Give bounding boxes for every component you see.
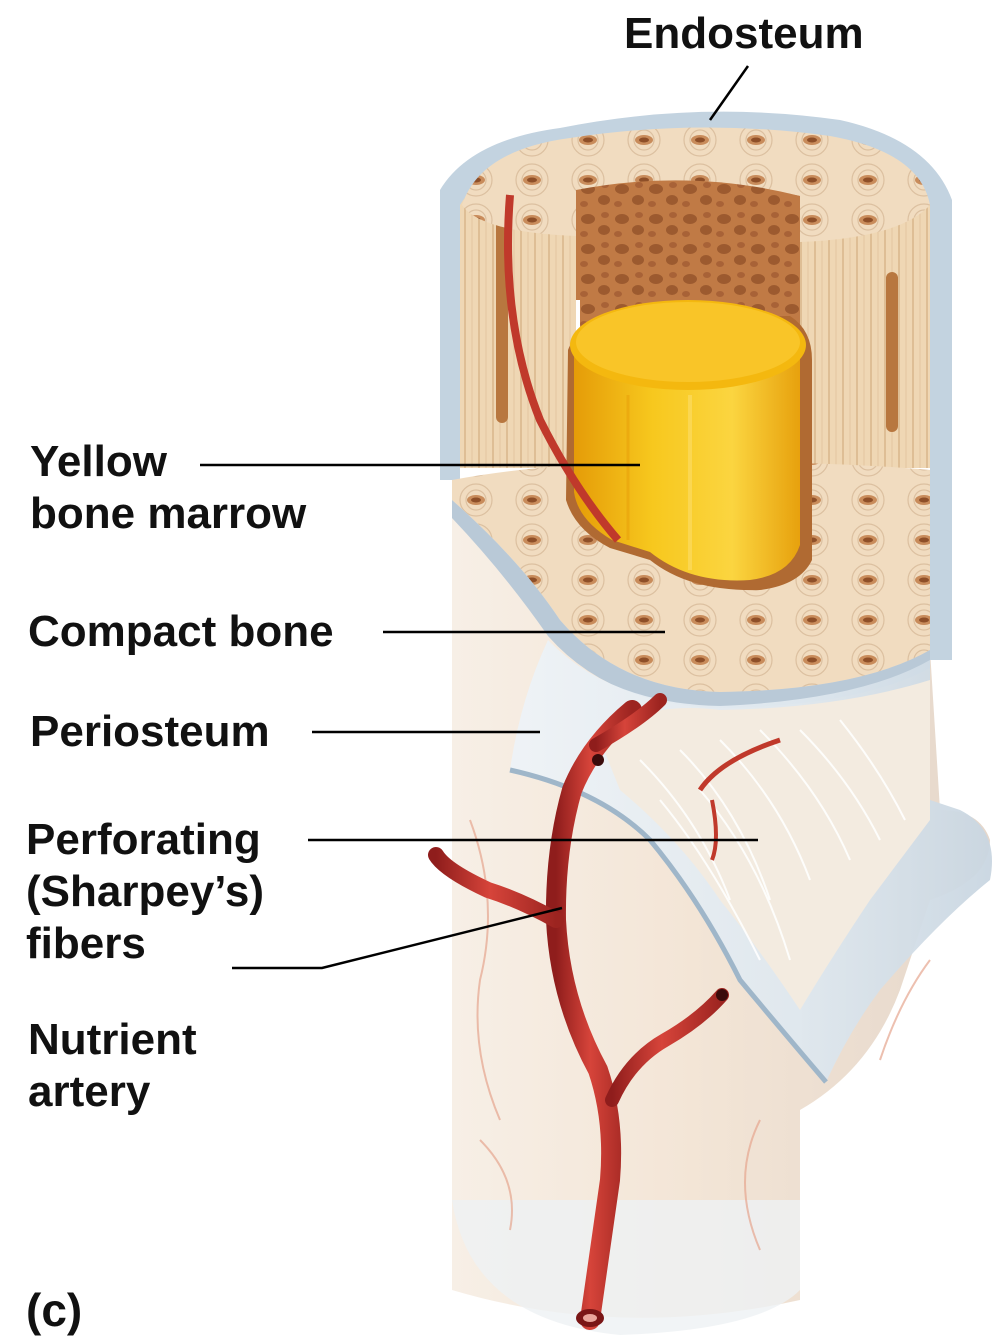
label-periosteum: Periosteum (30, 706, 270, 758)
label-perforating-line3: fibers (26, 918, 264, 970)
label-nutrient-line1: Nutrient (28, 1014, 197, 1066)
label-perforating-fibers: Perforating (Sharpey’s) fibers (26, 814, 264, 970)
label-perforating-line2: (Sharpey’s) (26, 866, 264, 918)
label-yellow-line1: Yellow (30, 436, 306, 488)
label-yellow-bone-marrow: Yellow bone marrow (30, 436, 306, 540)
label-perforating-line1: Perforating (26, 814, 264, 866)
panel-label: (c) (26, 1284, 82, 1336)
label-compact-bone: Compact bone (28, 606, 334, 658)
label-endosteum: Endosteum (624, 8, 864, 60)
label-yellow-line2: bone marrow (30, 488, 306, 540)
label-nutrient-artery: Nutrient artery (28, 1014, 197, 1118)
label-nutrient-line2: artery (28, 1066, 197, 1118)
